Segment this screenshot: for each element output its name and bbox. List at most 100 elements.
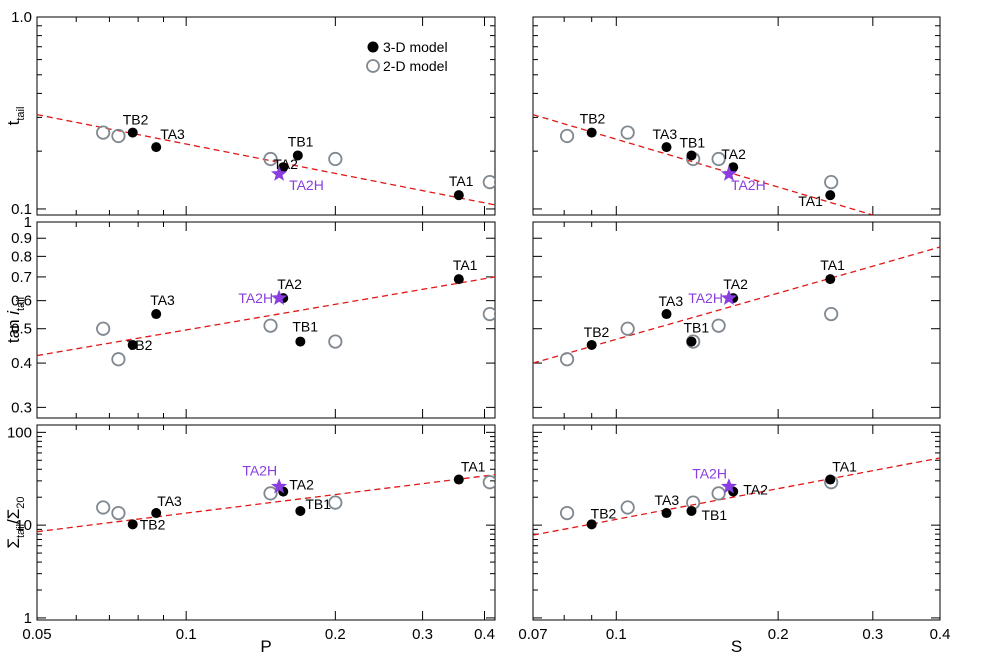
- model-3d-point: [728, 162, 739, 173]
- model-3d-point: [686, 336, 697, 347]
- point-label: TA2: [723, 276, 748, 292]
- y-axis-label-part: tail: [15, 107, 27, 121]
- panel-frame: [532, 16, 941, 216]
- point-label: TB2: [591, 505, 617, 521]
- point-label: TA1: [798, 193, 823, 209]
- x-tick-label: 0.1: [176, 626, 197, 643]
- y-tick-label: 0.8: [11, 248, 32, 265]
- legend-marker-2d: [366, 59, 380, 73]
- point-label: TB2: [584, 324, 610, 340]
- point-label: TA1: [453, 257, 478, 273]
- point-label: TB2: [127, 337, 153, 353]
- model-3d-point: [151, 309, 162, 320]
- model-3d-point: [295, 506, 306, 517]
- model-2d-point: [482, 475, 495, 490]
- legend-label: 3-D model: [383, 39, 448, 55]
- model-3d-point: [292, 150, 303, 161]
- fit-line: [37, 113, 495, 206]
- point-label: TB1: [288, 133, 314, 149]
- y-axis-label-part: Σ: [4, 538, 23, 549]
- model-2d-point: [96, 321, 111, 336]
- point-label: TA1: [449, 173, 474, 189]
- model-2d-point: [559, 128, 575, 144]
- ta2h-star-marker: [720, 289, 737, 305]
- x-tick-label: 0.4: [930, 626, 951, 643]
- model-2d-point: [824, 306, 839, 322]
- model-2d-point: [263, 486, 278, 501]
- point-label: TA3: [653, 126, 678, 142]
- ta2h-star-marker: [271, 478, 288, 494]
- y-axis-label-part: tail: [15, 297, 27, 311]
- point-label: TB1: [701, 507, 727, 523]
- y-tick-label: 0.9: [11, 230, 32, 247]
- model-3d-point: [586, 519, 597, 530]
- point-label: TB2: [123, 112, 149, 128]
- point-label: TA3: [659, 293, 684, 309]
- model-3d-point: [278, 162, 289, 173]
- model-2d-point: [96, 125, 111, 140]
- y-tick-label: 0.4: [11, 355, 32, 372]
- ta2h-star-marker: [271, 289, 288, 305]
- point-label: TA3: [157, 493, 182, 509]
- ta2h-point-label: TA2H: [688, 290, 723, 306]
- y-axis-label: ttail: [4, 107, 27, 126]
- panel-plot-area: [37, 274, 495, 367]
- model-2d-point: [328, 151, 343, 167]
- x-tick-label: 0.2: [325, 626, 346, 643]
- model-3d-point: [453, 274, 464, 285]
- model-2d-point: [620, 321, 635, 336]
- panel-plot-area: [533, 246, 940, 367]
- ta2h-star-marker: [271, 165, 288, 181]
- x-axis-label: S: [731, 637, 742, 656]
- model-3d-point: [453, 190, 464, 201]
- ta2h-star-marker: [720, 478, 737, 494]
- panel-frame: [36, 16, 496, 216]
- x-tick-label: 0.05: [22, 626, 51, 643]
- model-2d-point: [96, 500, 111, 515]
- panel-plot-area: [37, 113, 495, 206]
- ta2h-point-label: TA2H: [692, 466, 727, 482]
- x-tick-label: 0.3: [412, 626, 433, 643]
- model-2d-point: [111, 128, 126, 144]
- y-axis-label-part: 20: [15, 496, 27, 508]
- x-tick-label: 0.1: [606, 626, 627, 643]
- model-3d-point: [295, 336, 306, 347]
- fit-line: [37, 276, 495, 357]
- model-2d-point: [711, 486, 726, 501]
- panel-frame: [36, 221, 496, 419]
- model-3d-point: [127, 519, 138, 530]
- y-tick-label: 100: [7, 424, 32, 441]
- legend-marker-3d: [367, 41, 379, 53]
- ta2h-point-label: TA2H: [289, 177, 324, 193]
- panel-frame: [532, 424, 941, 621]
- point-label: TA1: [820, 257, 845, 273]
- y-axis-label: tan itail: [4, 297, 27, 343]
- model-3d-point: [661, 142, 672, 153]
- model-2d-point: [559, 505, 575, 521]
- model-2d-point: [482, 175, 495, 190]
- y-tick-label: 1: [24, 214, 32, 231]
- model-3d-point: [825, 274, 836, 285]
- model-2d-point: [711, 151, 726, 167]
- y-tick-label: 0.1: [11, 201, 32, 218]
- model-2d-point: [328, 495, 343, 510]
- y-axis-label: Σtail/Σ20: [4, 496, 27, 548]
- panel-plot-area: [533, 114, 874, 215]
- model-3d-point: [661, 309, 672, 320]
- model-2d-point: [328, 334, 343, 349]
- fit-line: [533, 457, 940, 536]
- model-3d-point: [127, 127, 138, 138]
- point-label: TB2: [580, 111, 606, 127]
- x-tick-label: 0.3: [862, 626, 883, 643]
- y-tick-label: 10: [15, 517, 32, 534]
- fit-line: [533, 114, 874, 215]
- y-axis-label-part: i: [4, 310, 23, 315]
- point-label: TA1: [832, 459, 857, 475]
- y-tick-label: 0.3: [11, 399, 32, 416]
- panel-r1-c0: 0.30.40.50.60.70.80.91TB2TA3TA2TB1TA1TA2…: [11, 214, 496, 419]
- y-axis-label-part: tan: [4, 315, 23, 343]
- model-3d-point: [825, 474, 836, 485]
- model-3d-point: [586, 339, 597, 350]
